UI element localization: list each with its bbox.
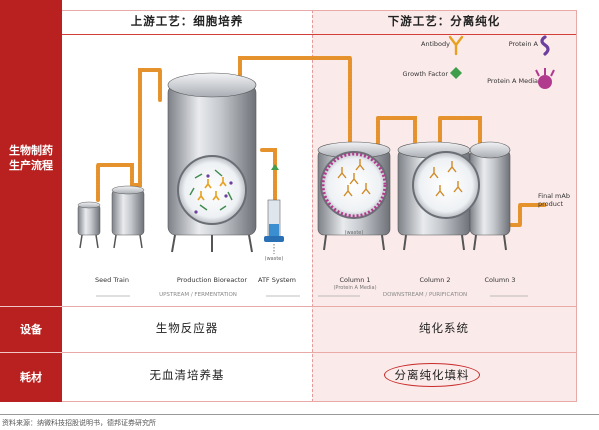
footnote-divider: [0, 414, 599, 415]
column-viewport: [412, 151, 480, 219]
legend-antibody-label: Antibody: [421, 40, 450, 48]
column-1: [317, 141, 391, 251]
stage-label: Production Bioreactor: [176, 276, 248, 284]
stage-note: (Protein A Media): [333, 285, 377, 291]
header-underline: [62, 34, 576, 35]
highlight-ellipse: [384, 363, 480, 387]
purple-particles: [194, 174, 233, 214]
legend-media-icon: [535, 68, 555, 89]
stage-label: ATF System: [258, 276, 296, 284]
equipment-upstream: 生物反应器: [155, 321, 219, 335]
downstream-caption: DOWNSTREAM / PURIFICATION: [360, 292, 490, 298]
right-border: [576, 10, 577, 402]
atf-system: [264, 164, 284, 254]
footnote: 资料来源：纳微科技招股说明书，德邦证券研究所: [2, 419, 156, 427]
downstream-title: 下游工艺：分离纯化: [387, 14, 501, 28]
row-divider: [62, 352, 576, 353]
sidebar-separator: [0, 306, 62, 307]
sidebar-equipment-label: 设备: [20, 323, 42, 336]
production-bioreactor: [167, 72, 257, 253]
sidebar-consumables-label: 耗材: [20, 371, 42, 384]
cells-green: [189, 169, 233, 211]
legend-media-label: Protein A Media: [487, 77, 538, 85]
final-product-label: Final mAb product: [538, 192, 570, 208]
legend-protein-a-label: Protein A: [508, 40, 538, 48]
stage-label: Seed Train: [95, 276, 129, 284]
upstream-caption: UPSTREAM / FERMENTATION: [130, 292, 266, 298]
consumables-upstream: 无血清培养基: [149, 368, 225, 382]
top-border: [62, 10, 576, 11]
antibody-particles: [197, 177, 227, 201]
sidebar-process-label: 生物制药 生产流程: [9, 144, 53, 172]
column-divider: [312, 10, 313, 402]
sidebar: [0, 0, 62, 402]
waste-label: (waste): [344, 230, 364, 236]
bottom-border: [62, 401, 576, 402]
waste-label: (waste): [264, 256, 284, 262]
equipment-downstream: 纯化系统: [419, 321, 469, 335]
legend-protein-a-icon: [540, 35, 550, 56]
sidebar-separator: [0, 352, 62, 353]
stage-label: Column 2: [419, 276, 451, 284]
upstream-title: 上游工艺：细胞培养: [130, 14, 244, 28]
tubing: [96, 56, 547, 227]
legend-antibody-icon: [448, 35, 464, 56]
stage-label: Column 3: [484, 276, 516, 284]
row-divider: [62, 306, 576, 307]
process-diagram: [77, 35, 555, 297]
seed-train-tanks: [77, 185, 145, 249]
legend-growth-factor-icon: [450, 67, 462, 79]
stage-label: Column 1: [339, 276, 371, 284]
legend-growth-factor-label: Growth Factor: [402, 70, 449, 78]
